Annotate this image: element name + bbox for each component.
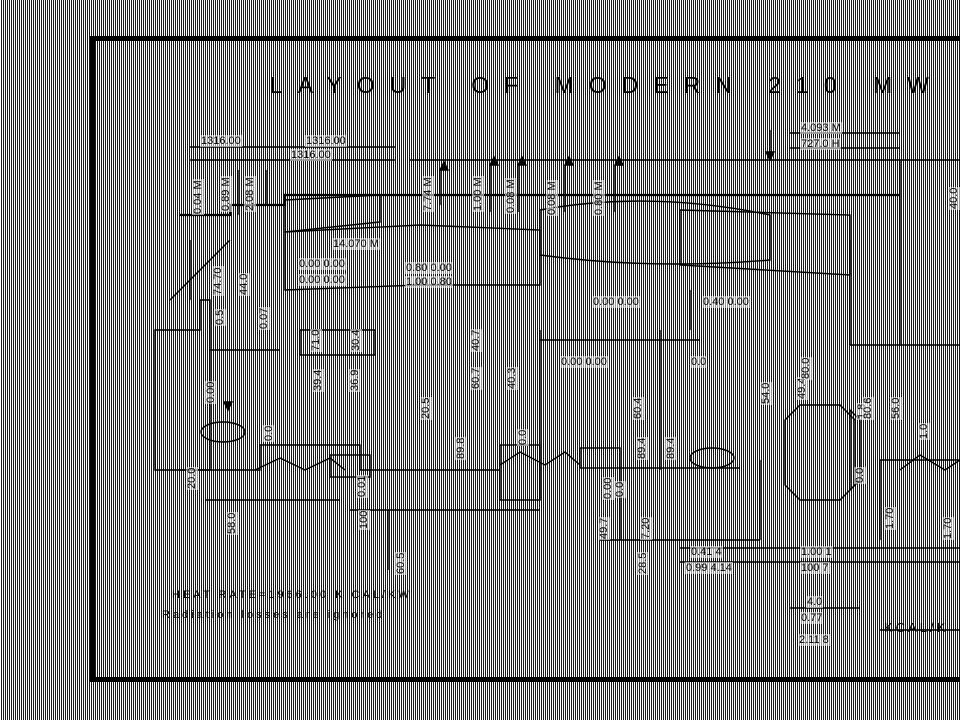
flow-value: 60.7 — [470, 366, 482, 390]
kcal-note: KCAL/K — [884, 620, 949, 635]
flow-value: 89.4 — [665, 436, 677, 460]
heater-zig-mid — [499, 451, 581, 466]
flow-label: 0.00 0.00 — [298, 274, 346, 286]
boiler-drum — [200, 421, 246, 443]
flow-value: 30.4 — [350, 328, 362, 352]
lp-turbine — [539, 200, 771, 265]
radiation-note: Radiation losses are ignored — [162, 609, 386, 621]
right-zig — [899, 454, 960, 471]
flow-value: 40.3 — [506, 366, 518, 390]
heater-left-zig — [254, 457, 346, 471]
hp-heater-1 — [329, 454, 371, 478]
flow-value: 0.0 — [854, 466, 866, 484]
flow-value: 89.8 — [455, 436, 467, 460]
header-value: 1316.00 — [290, 149, 332, 161]
extraction-label: 1.00 M — [472, 176, 484, 212]
arrow-boiler — [222, 401, 234, 412]
flow-value: 80.6 — [862, 396, 874, 420]
heat-rate-note: HEAT RATE=1966.00 K CAL/KW — [172, 589, 412, 601]
arrow-4 — [563, 155, 575, 166]
flow-label: 0.41 4 — [690, 546, 723, 558]
flow-label: 0.00 0.00 — [298, 258, 346, 270]
flow-label: 0.40 0.00 — [702, 296, 750, 308]
flow-value: 71.0 — [310, 328, 322, 352]
flow-value: 60.4 — [632, 396, 644, 420]
flow-value: 39.4 — [312, 368, 324, 392]
flow-value: 20.5 — [420, 396, 432, 420]
hp-turbine — [284, 194, 381, 233]
flow-value: 28.5 — [637, 551, 649, 575]
flow-value: 54.0 — [760, 381, 772, 405]
deaerator — [499, 444, 541, 501]
flow-value: 89.4 — [636, 436, 648, 460]
flow-value: 20.0 — [186, 466, 198, 490]
extraction-label: 2.08 M — [244, 176, 256, 212]
flow-label: 0.00 0.00 — [592, 296, 640, 308]
flow-value: 0.0 — [517, 428, 529, 446]
boiler — [154, 299, 211, 471]
header-value: 1316.00 — [200, 135, 242, 147]
main-steam-header — [180, 193, 900, 217]
flow-label: 100 7 — [800, 562, 830, 574]
condensate-pump — [689, 447, 735, 469]
flow-value: 49.4 — [796, 376, 808, 400]
flow-value: 0.07 — [258, 306, 270, 330]
boiler-riser — [169, 239, 231, 301]
flow-label: 0.00 0.00 — [560, 356, 608, 368]
flow-value: 0.00 — [602, 476, 614, 500]
ip-turbine — [284, 224, 541, 291]
flow-label: 4.0 — [806, 596, 824, 608]
flow-value: 0.0 — [614, 480, 626, 498]
flow-value: 1.70 — [884, 506, 896, 530]
arrow-1 — [438, 160, 450, 171]
header-value: 1316.00 — [305, 135, 347, 147]
arrow-3 — [516, 155, 528, 166]
arrow-5 — [613, 155, 625, 166]
flow-value: 100 — [358, 509, 370, 530]
flow-value: 0.0 — [263, 424, 275, 442]
flow-value: 58.0 — [226, 511, 238, 535]
flow-value: 44.0 — [238, 272, 250, 296]
flow-label: 0.77 — [800, 612, 824, 624]
extraction-label: 0.08 M — [546, 180, 558, 216]
flow-value: 74.70 — [212, 266, 224, 296]
arrow-2 — [488, 155, 500, 166]
condenser — [784, 404, 856, 501]
flow-value: 49.7 — [598, 516, 610, 540]
flow-value: 0.00 — [205, 380, 217, 404]
flow-value: 40.0 — [948, 186, 960, 210]
extraction-label: 0.04 M — [192, 179, 204, 215]
heater-line-left — [180, 444, 500, 471]
extraction-label: 0.89 M — [220, 176, 232, 212]
flow-label: 1.00 1 — [800, 546, 833, 558]
flow-label: 0.99 4.14 — [685, 562, 733, 574]
arrow-6 — [764, 151, 776, 162]
extraction-label: 0.80 M — [593, 180, 605, 216]
flow-label: 0.80 0.00 — [405, 262, 453, 274]
flow-value: 80.0 — [800, 356, 812, 380]
flow-value: 40.7 — [470, 328, 482, 352]
lp-heater-1 — [579, 447, 621, 469]
flow-value: 60.5 — [395, 551, 407, 575]
flow-value: 1.0 — [918, 422, 930, 440]
flow-value: 0.01 — [356, 474, 368, 498]
drawing-sheet — [90, 36, 960, 682]
flow-value: 1.70 — [942, 516, 954, 540]
flow-value: 36.9 — [349, 368, 361, 392]
flow-value: 56.0 — [890, 396, 902, 420]
diagram-title: LAYOUT OF MODERN 210 MW — [270, 72, 944, 98]
flow-label: 1.00 0.80 — [405, 276, 453, 288]
flow-value: 0.5 — [214, 308, 226, 326]
heater-pressure-label: 14.070 M — [332, 238, 380, 250]
extraction-label: 7.74 M — [422, 176, 434, 212]
extraction-label: 0.08 M — [505, 178, 517, 214]
flow-value: 7.20 — [640, 516, 652, 540]
header-value: 727.0 H — [800, 138, 841, 150]
flow-label: 2.11 8 — [798, 634, 830, 646]
header-value: 4.093 M — [800, 122, 842, 134]
lp-turbine-2 — [679, 209, 851, 276]
flow-label: 0.0 — [690, 356, 708, 368]
